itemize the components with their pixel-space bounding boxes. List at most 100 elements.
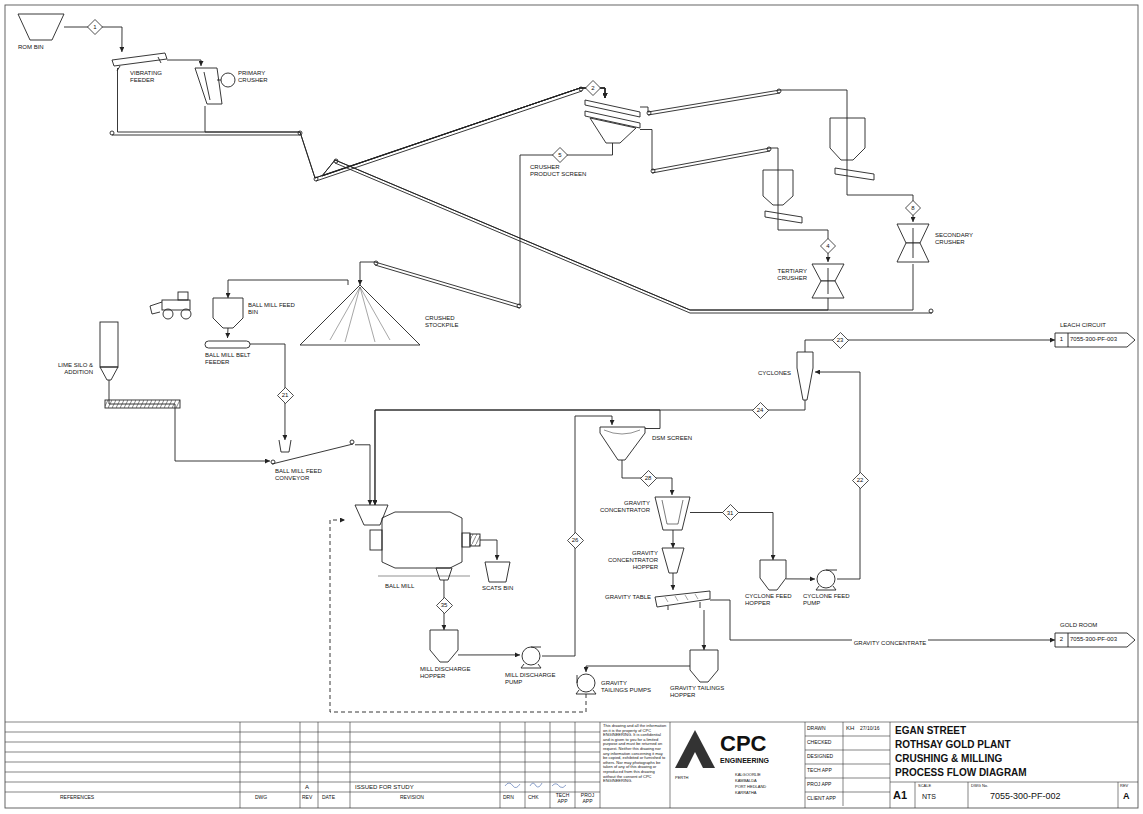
stream-text: 8	[911, 205, 914, 211]
equipment: ROM BIN	[18, 14, 64, 40]
equipment-label: GOLD ROOM	[1060, 622, 1135, 629]
equipment: BALL MILL FEED CONVEYOR	[270, 440, 355, 464]
equipment: GRAVITY CONCENTRATOR HOPPER	[662, 548, 684, 573]
equipment: BALL MILL	[345, 505, 480, 580]
process-line	[786, 578, 815, 579]
equipment-label: CRUSHED STOCKPILE	[425, 315, 475, 329]
equipment: TERTIARY CRUSHER	[811, 262, 845, 298]
ball-mill	[355, 505, 480, 580]
equipment-label: TERTIARY CRUSHER	[759, 268, 807, 282]
title-block-text: CPC	[720, 731, 800, 756]
equipment: CYCLONES	[795, 352, 815, 400]
gravity-table	[655, 591, 710, 610]
gravity-concentrator	[655, 497, 690, 530]
title-block-text: TECH APP	[551, 793, 574, 805]
title-block-text: NTS	[922, 793, 962, 801]
process-line	[815, 372, 860, 579]
equipment-label: SCATS BIN	[482, 585, 522, 592]
process-line	[458, 654, 520, 655]
equipment-label: SECONDARY CRUSHER	[935, 232, 985, 246]
equipment: GRAVITY TAILINGS HOPPER	[690, 650, 718, 682]
title-block-text: 7055-300-PF-002	[990, 791, 1110, 801]
title-block-text: PROCESS FLOW DIAGRAM	[895, 767, 1135, 779]
stream-text: 28	[645, 475, 652, 481]
front-end-loader	[150, 292, 191, 319]
title-block-text: TECH APP	[807, 768, 842, 774]
cyclone	[797, 352, 813, 400]
process-line	[672, 573, 673, 590]
stream-number: 31	[722, 504, 739, 521]
process-line	[227, 328, 229, 338]
title-block-text: DRN	[503, 795, 525, 801]
scats-bin	[485, 562, 510, 582]
process-line	[322, 88, 828, 310]
equipment-label: GRAVITY CONCENTRATOR	[598, 500, 650, 514]
process-line	[228, 280, 348, 298]
equipment-label: CYCLONE FEED PUMP	[803, 593, 853, 607]
equipment: BALL MILL BELT FEEDER	[205, 338, 250, 350]
equipment-label: CYCLONES	[751, 370, 791, 377]
stream-text: 21	[282, 392, 289, 398]
equipment-label: GRAVITY TAILINGS HOPPER	[670, 685, 735, 699]
title-block-text: REVISION	[400, 795, 460, 801]
process-line	[690, 513, 773, 561]
process-line	[322, 88, 913, 310]
cone-crusher	[897, 224, 929, 262]
title-block-text: KALGOORLIE	[735, 773, 795, 778]
stream-number: 28	[640, 470, 657, 487]
stream-text: GRAVITY CONCENTRATE	[854, 640, 927, 646]
pump	[521, 570, 837, 694]
equipment: GRAVITY CONCENTRATOR	[655, 495, 690, 530]
title-block-text: A1	[893, 789, 914, 802]
process-line	[118, 68, 606, 178]
stream-number: 5	[552, 147, 568, 163]
equipment: LIME SILO & ADDITION	[98, 322, 120, 380]
dsm-screen	[600, 427, 645, 460]
equipment-label: BALL MILL FEED BIN	[248, 302, 298, 316]
title-block-text: DWG No.	[971, 784, 1001, 789]
equipment: CYCLONE FEED PUMP	[815, 568, 837, 590]
process-line	[640, 90, 913, 222]
equipment-label: BALL MILL FEED CONVEYOR	[275, 468, 355, 482]
equipment: SCATS BIN	[485, 560, 510, 582]
stream-text: 23	[837, 337, 844, 343]
equipment: MILL DISCHARGE PUMP	[520, 645, 542, 667]
title-block	[5, 722, 1138, 808]
title-block-text: REV	[302, 795, 318, 801]
equipment-label: GRAVITY TAILINGS PUMPS	[601, 680, 653, 694]
equipment: CRUSHER PRODUCT SCREEN	[585, 98, 640, 143]
title-block-text: PORT HEDLAND	[735, 785, 795, 790]
title-block-text: EGAN STREET	[895, 725, 1135, 737]
title-block-text: ISSUED FOR STUDY	[355, 784, 475, 791]
equipment: GRAVITY TAILINGS PUMPS	[575, 672, 597, 694]
process-line	[622, 460, 672, 495]
equipment-label: CRUSHER PRODUCT SCREEN	[530, 164, 588, 178]
stream-number: 4	[820, 238, 836, 254]
stream-text: 4	[826, 243, 829, 249]
conveyor	[110, 87, 933, 313]
title-block-text: ENGINEERING	[720, 757, 802, 765]
equipment: CYCLONE FEED HOPPER	[760, 560, 786, 590]
stream-number: 1	[87, 19, 103, 35]
title-block-text: PROJ APP	[807, 782, 842, 788]
title-block-text: This drawing and all the information on …	[603, 724, 667, 784]
title-block-text: DWG	[255, 795, 285, 801]
title-block-text: CHECKED	[807, 740, 842, 746]
primary-crusher	[195, 68, 235, 104]
equipment-label: 1	[1055, 336, 1068, 343]
process-line	[375, 410, 660, 505]
equipment-label: GRAVITY CONCENTRATOR HOPPER	[600, 550, 658, 571]
title-block-text: DRAWN	[807, 726, 842, 732]
process-line	[640, 130, 828, 263]
stream-number: 26	[567, 532, 584, 549]
equipment: VIBRATING FEEDER	[112, 52, 167, 68]
equipment-label: LIME SILO & ADDITION	[43, 362, 93, 376]
title-block-text: KARRATHA	[735, 791, 795, 796]
equipment: MILL DISCHARGE HOPPER	[430, 630, 458, 662]
stream-number: 35	[436, 597, 453, 614]
process-line	[330, 520, 586, 712]
stream-label: GRAVITY CONCENTRATE	[852, 636, 929, 644]
equipment-label: 7055-300-PF-003	[1070, 336, 1132, 343]
